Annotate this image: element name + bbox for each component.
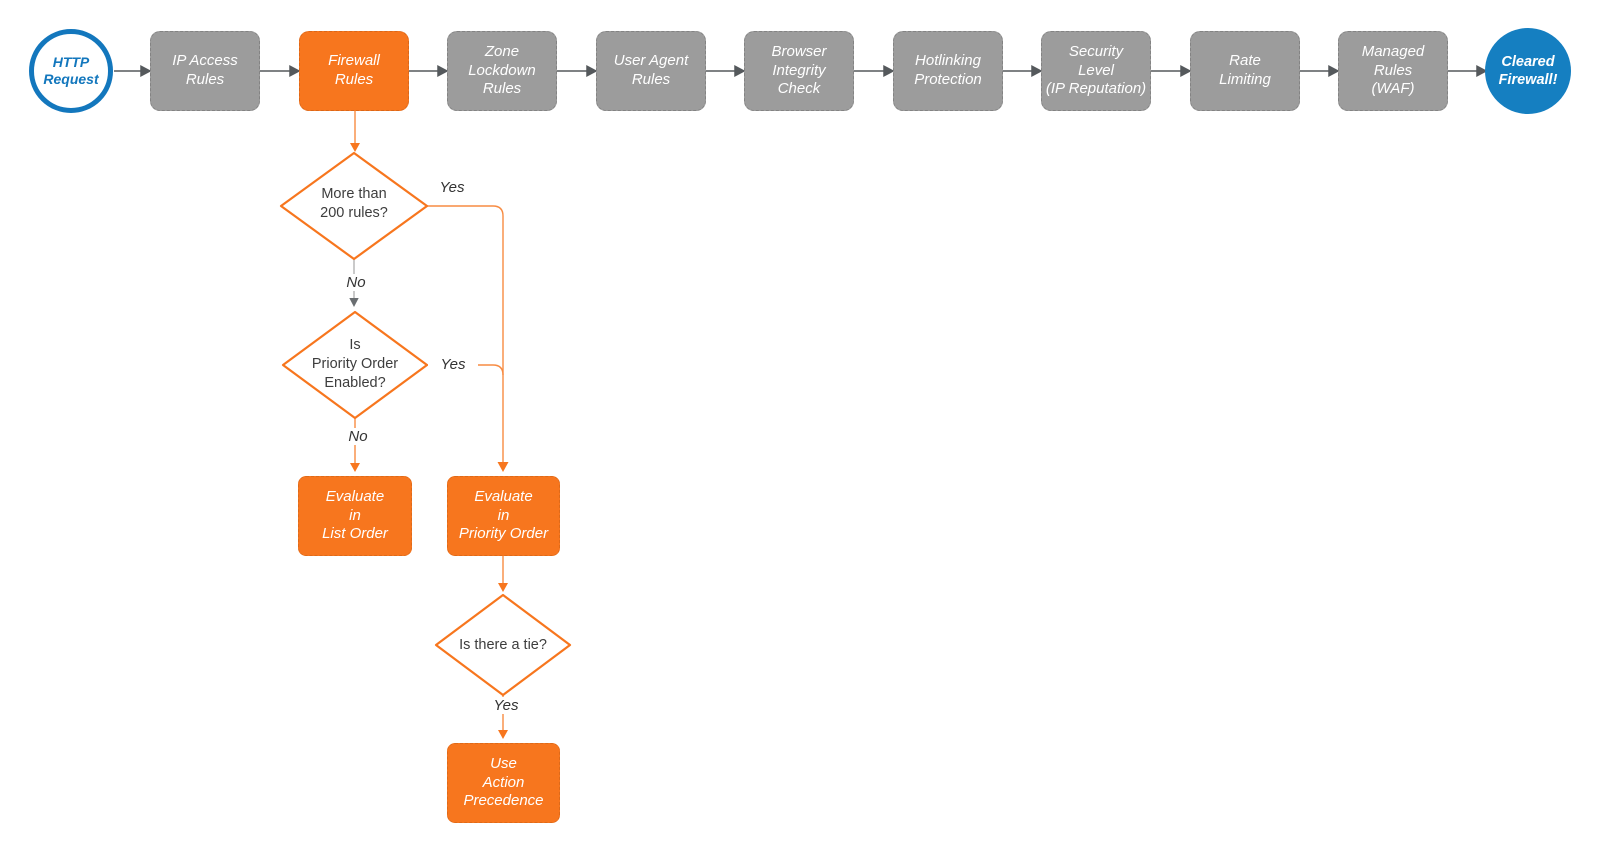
connector-d1-yes	[427, 205, 504, 463]
stage-label: Rate Limiting	[1219, 52, 1271, 88]
stage-label: Managed Rules (WAF)	[1361, 42, 1425, 98]
decision-text-priority-order-enabled: Is Priority Order Enabled?	[311, 337, 399, 391]
decision-text-more-than-200-rules: More than 200 rules?	[320, 186, 388, 221]
stage-browser-integrity-check: Browser Integrity Check	[744, 31, 854, 111]
stage-user-agent-rules: User Agent Rules	[596, 31, 706, 111]
stage-label: IP Access Rules	[172, 52, 238, 88]
process-use-action-precedence: Use Action Precedence	[447, 743, 560, 823]
stage-hotlinking-protection: Hotlinking Protection	[893, 31, 1003, 111]
decision-text-is-there-a-tie: Is there a tie?	[459, 637, 547, 653]
stage-zone-lockdown-rules: Zone Lockdown Rules	[447, 31, 557, 111]
decision-diamonds	[279, 151, 572, 697]
edge-label-d3-yes: Yes	[481, 697, 531, 714]
stage-label: Zone Lockdown Rules	[468, 42, 536, 98]
end-node-label: Cleared Firewall!	[1498, 53, 1558, 88]
stage-label: Security Level (IP Reputation)	[1045, 42, 1147, 98]
stage-firewall-rules: Firewall Rules	[299, 31, 409, 111]
edge-label-d1-yes: Yes	[439, 179, 465, 196]
edge-label-d2-no: No	[338, 428, 378, 445]
stage-rate-limiting: Rate Limiting	[1190, 31, 1300, 111]
start-node-label: HTTP Request	[43, 53, 99, 88]
stage-managed-rules-waf: Managed Rules (WAF)	[1338, 31, 1448, 111]
process-evaluate-in-list-order: Evaluate in List Order	[298, 476, 412, 556]
stage-label: Firewall Rules	[328, 52, 380, 88]
process-evaluate-in-priority-order: Evaluate in Priority Order	[447, 476, 560, 556]
start-node-http-request: HTTP Request	[29, 29, 113, 113]
stage-label: User Agent Rules	[613, 52, 689, 88]
stage-security-level: Security Level (IP Reputation)	[1041, 31, 1151, 111]
end-node-cleared-firewall: Cleared Firewall!	[1485, 28, 1571, 114]
stage-ip-access-rules: IP Access Rules	[150, 31, 260, 111]
stage-label: Hotlinking Protection	[914, 52, 982, 88]
stage-label: Browser Integrity Check	[771, 42, 827, 98]
edge-label-d1-no: No	[336, 274, 376, 291]
edge-label-d2-yes: Yes	[428, 356, 478, 373]
